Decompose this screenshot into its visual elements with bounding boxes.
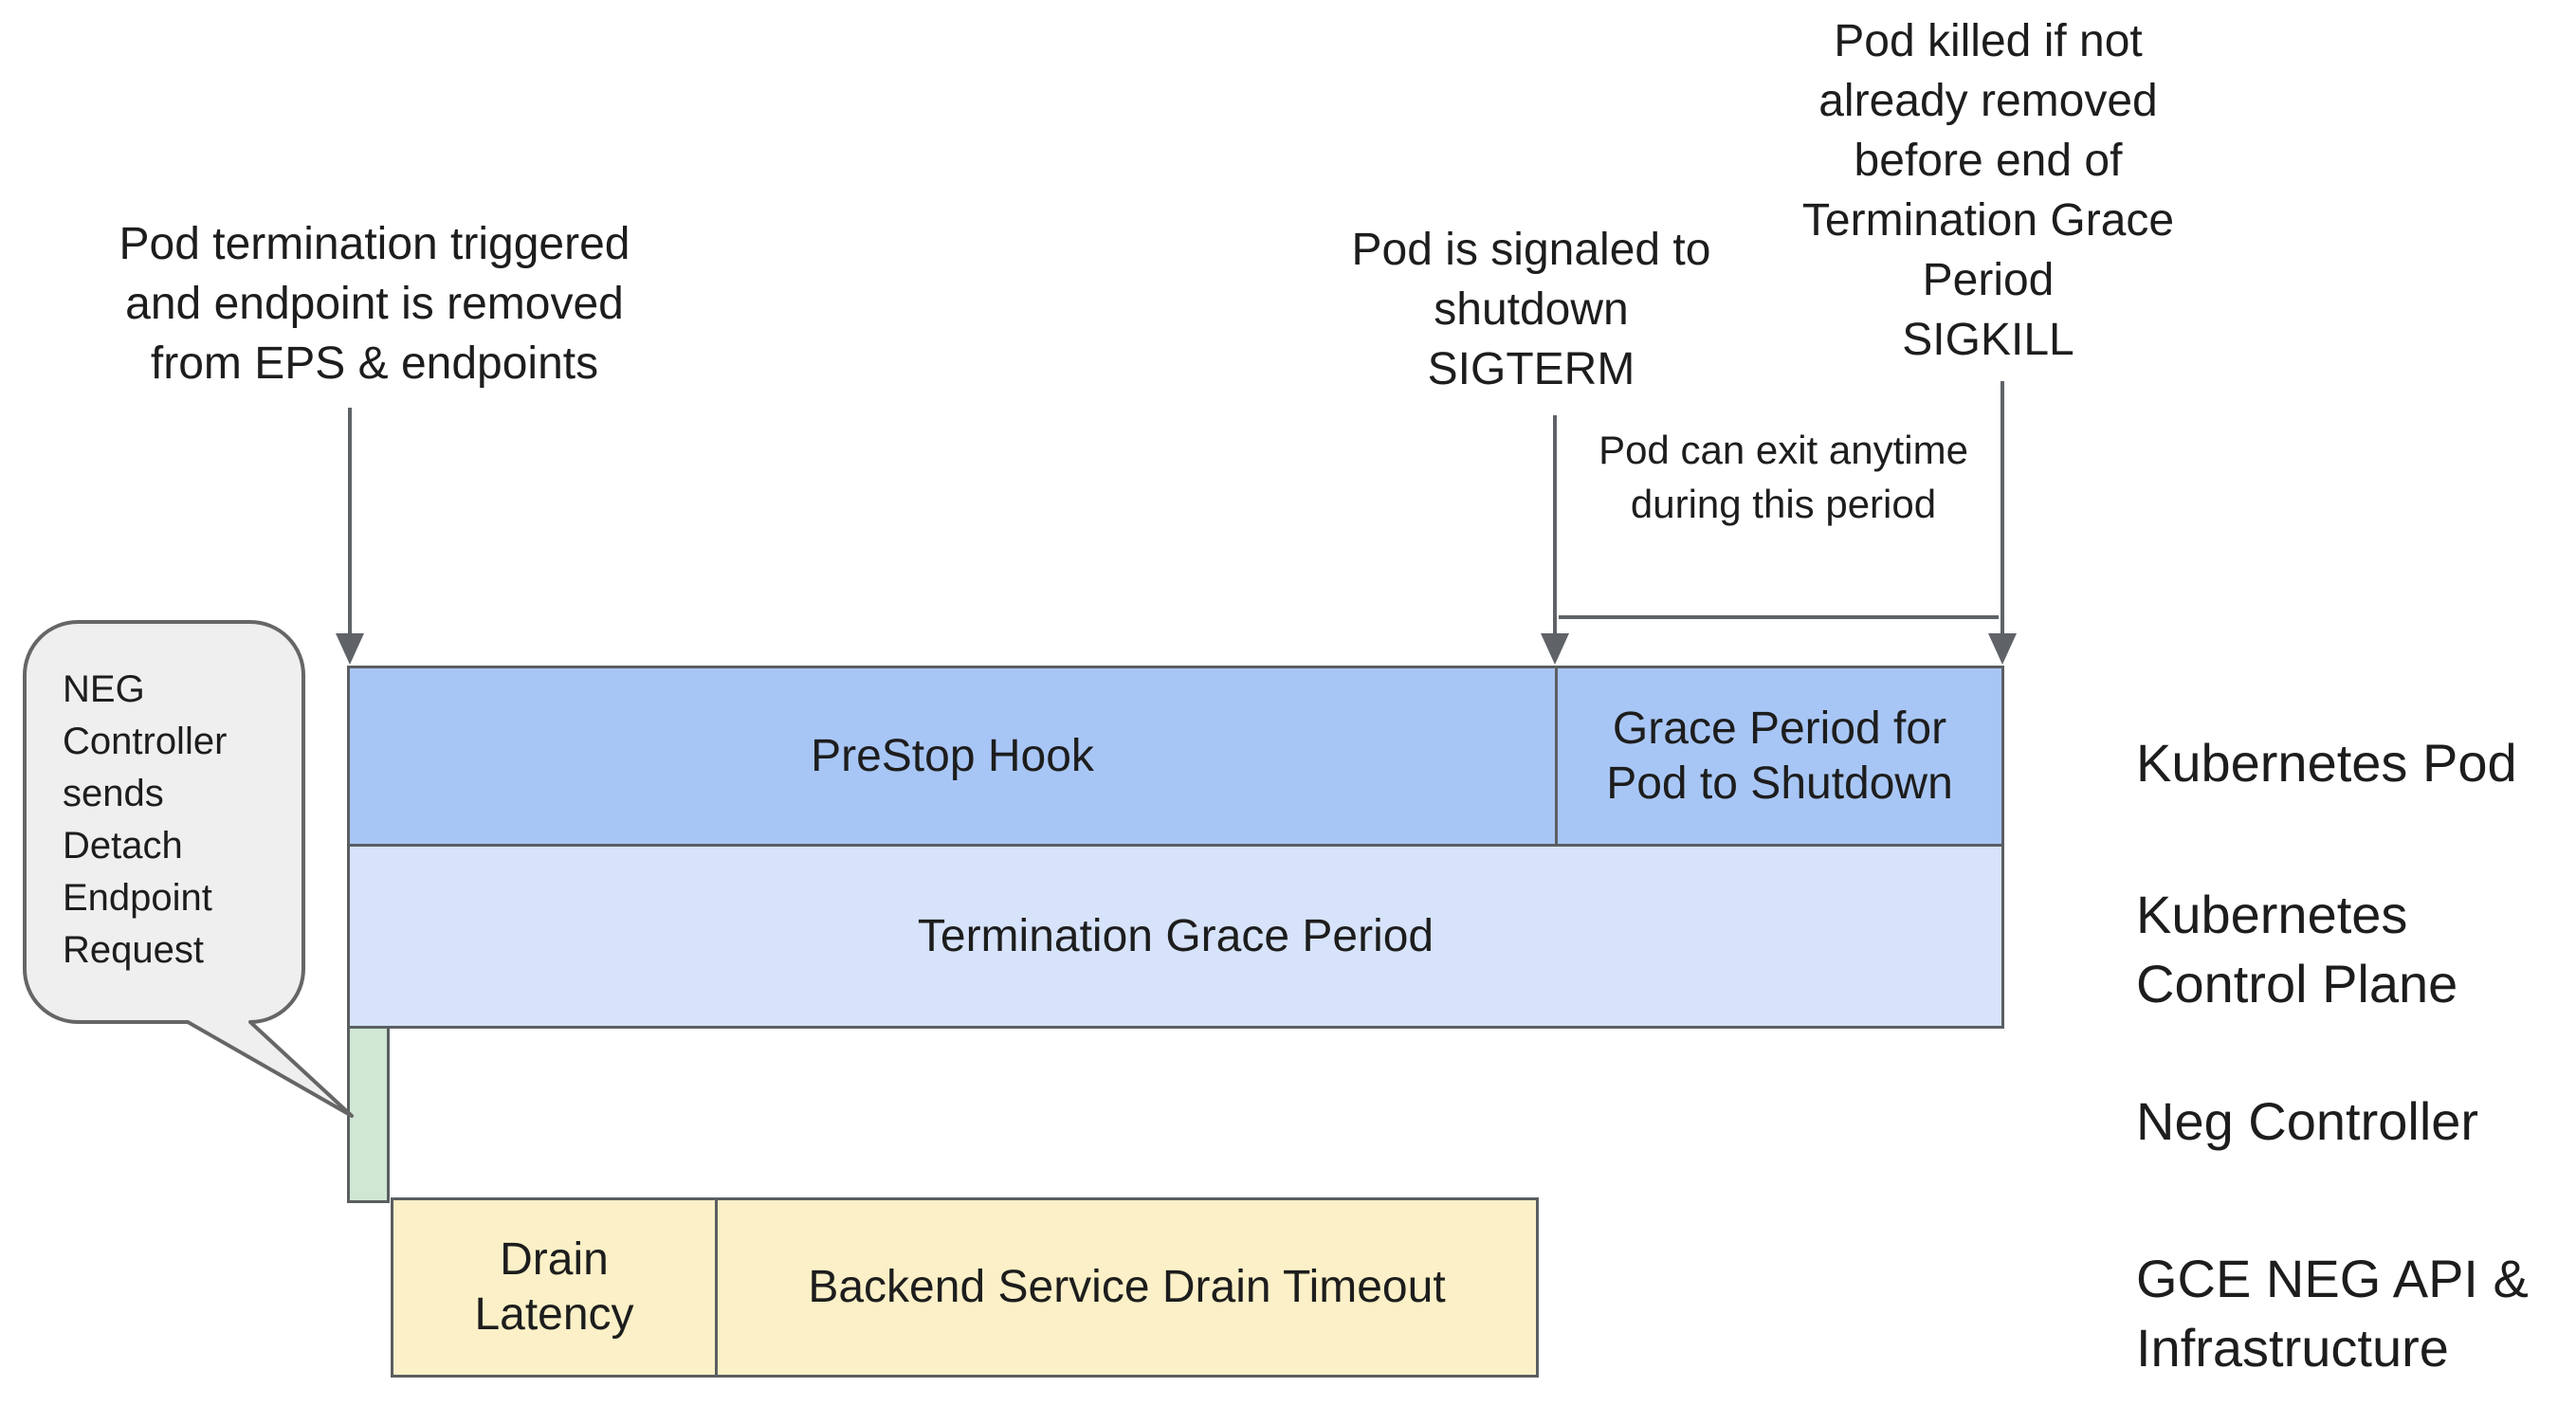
speech-bubble-line1: NEG xyxy=(63,668,145,710)
speech-bubble-line2: Controller xyxy=(63,721,228,762)
row-label-gce-neg-line1: GCE NEG API & xyxy=(2136,1249,2529,1308)
row-label-kubernetes-pod: Kubernetes Pod xyxy=(2136,728,2517,797)
row-label-kcp-line1: Kubernetes xyxy=(2136,885,2408,944)
bar-neg-controller-detach xyxy=(347,1026,390,1203)
annotation-sigterm-line2: shutdown xyxy=(1434,284,1629,335)
row-label-gce-neg: GCE NEG API & Infrastructure xyxy=(2136,1244,2529,1382)
annotation-sigkill-line6: SIGKILL xyxy=(1902,315,2074,365)
arrowhead-pod-termination xyxy=(336,633,364,665)
annotation-pod-termination-line2: and endpoint is removed xyxy=(125,279,624,329)
annotation-sigkill-line2: already removed xyxy=(1818,76,2158,126)
annotation-sigterm-line1: Pod is signaled to xyxy=(1351,225,1711,275)
bar-backend-drain-timeout-label: Backend Service Drain Timeout xyxy=(808,1262,1446,1312)
annotation-sigkill-line4: Termination Grace xyxy=(1801,195,2175,246)
bar-termination-grace-period: Termination Grace Period xyxy=(347,844,2004,1029)
bar-backend-service-drain-timeout: Backend Service Drain Timeout xyxy=(715,1197,1539,1378)
row-label-gce-neg-line2: Infrastructure xyxy=(2136,1318,2449,1378)
annotation-pod-termination-line1: Pod termination triggered xyxy=(119,219,630,269)
row-label-kubernetes-pod-text: Kubernetes Pod xyxy=(2136,733,2517,793)
annotation-sigterm: Pod is signaled to shutdown SIGTERM xyxy=(1294,220,1768,399)
speech-bubble-line4: Detach xyxy=(63,825,183,867)
bar-drain-latency-label-line1: Drain xyxy=(500,1234,609,1285)
bar-prestop-hook-label: PreStop Hook xyxy=(811,730,1094,781)
annotation-sigkill-line3: before end of xyxy=(1854,136,2123,186)
annotation-sigkill-line1: Pod killed if not xyxy=(1834,16,2143,66)
row-label-neg-controller: Neg Controller xyxy=(2136,1086,2478,1156)
speech-bubble-line6: Request xyxy=(63,929,204,971)
note-pod-can-exit-line1: Pod can exit anytime xyxy=(1599,428,1968,472)
note-pod-can-exit-line2: during this period xyxy=(1630,482,1937,526)
annotation-sigkill-line5: Period xyxy=(1922,255,2055,305)
arrowhead-sigkill xyxy=(1988,633,2017,665)
note-pod-can-exit: Pod can exit anytime during this period xyxy=(1572,423,1995,531)
annotation-pod-termination-line3: from EPS & endpoints xyxy=(150,338,599,389)
row-label-kcp-line2: Control Plane xyxy=(2136,954,2458,1013)
annotation-pod-termination: Pod termination triggered and endpoint i… xyxy=(62,214,687,393)
bar-grace-period-label-line2: Pod to Shutdown xyxy=(1606,758,1953,809)
bar-prestop-hook: PreStop Hook xyxy=(347,666,1558,847)
annotation-sigterm-line3: SIGTERM xyxy=(1427,344,1635,394)
speech-bubble-line3: sends xyxy=(63,773,164,814)
bar-drain-latency: Drain Latency xyxy=(391,1197,718,1378)
bar-grace-period-pod-shutdown: Grace Period for Pod to Shutdown xyxy=(1555,666,2004,847)
row-label-neg-controller-text: Neg Controller xyxy=(2136,1091,2479,1151)
arrowhead-sigterm xyxy=(1541,633,1569,665)
row-label-kubernetes-control-plane: Kubernetes Control Plane xyxy=(2136,880,2457,1018)
speech-bubble-text: NEG Controller sends Detach Endpoint Req… xyxy=(63,664,290,977)
speech-bubble-line5: Endpoint xyxy=(63,877,212,919)
bar-grace-period-label-line1: Grace Period for xyxy=(1612,703,1947,754)
bar-drain-latency-label-line2: Latency xyxy=(474,1289,634,1340)
annotation-sigkill: Pod killed if not already removed before… xyxy=(1704,11,2273,370)
bar-termination-grace-period-label: Termination Grace Period xyxy=(917,910,1434,961)
